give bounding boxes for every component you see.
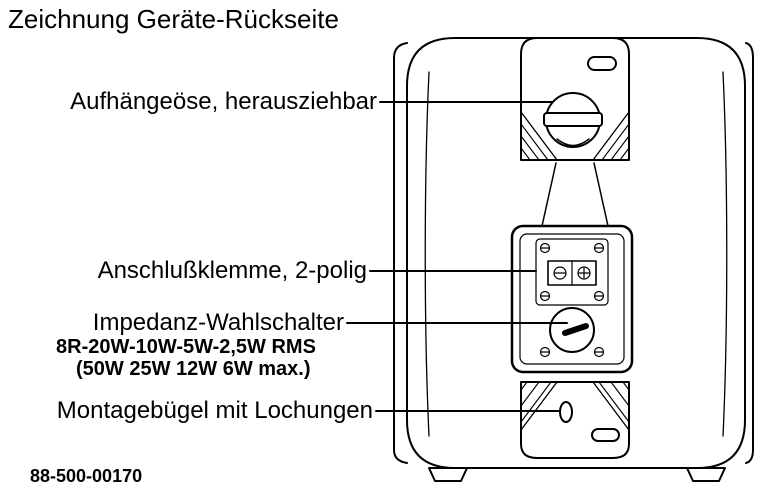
terminal-block: [547, 260, 597, 286]
label-eyelet: Aufhängeöse, herausziehbar: [70, 88, 377, 115]
side-panel-right: [745, 42, 754, 464]
face-curve-right: [722, 71, 728, 437]
face-curve-left: [424, 71, 430, 437]
strap-left: [541, 162, 557, 227]
foot-left: [428, 467, 468, 482]
label-impedance-rms: 8R-20W-10W-5W-2,5W RMS: [56, 336, 316, 358]
label-bracket: Montagebügel mit Lochungen: [56, 397, 373, 424]
page-title: Zeichnung Geräte-Rückseite: [8, 4, 339, 34]
side-panel-left: [393, 42, 408, 464]
foot-right: [686, 467, 726, 482]
bracket-slot-top: [587, 56, 617, 71]
impedance-knob: [549, 307, 595, 353]
bracket-slot-bottom: [591, 428, 620, 442]
hanging-eyelet: [543, 92, 603, 148]
strap-right: [593, 162, 609, 227]
bottom-bracket: [520, 381, 630, 459]
panel-screws: [539, 242, 605, 358]
label-terminal: Anschlußklemme, 2-polig: [97, 257, 367, 284]
bracket-hole: [559, 401, 573, 423]
part-number: 88-500-00170: [30, 466, 143, 486]
connection-panel: [510, 224, 634, 374]
hatching-top: [520, 123, 630, 161]
label-impedance-max: (50W 25W 12W 6W max.): [76, 358, 311, 380]
hatching-bottom: [520, 381, 630, 423]
label-impedance: Impedanz-Wahlschalter: [92, 309, 344, 336]
